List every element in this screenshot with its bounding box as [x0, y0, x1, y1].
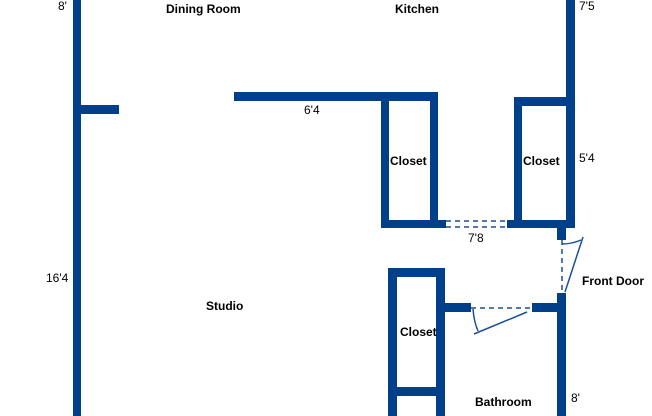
- closet1-left-wall: [381, 92, 389, 228]
- room-closet-3: Closet: [400, 325, 437, 339]
- top-interior-wall: [234, 92, 438, 101]
- closet3-cross-wall: [388, 387, 445, 396]
- room-studio: Studio: [206, 299, 243, 313]
- closet2-top-wall: [514, 97, 570, 106]
- room-front-door: Front Door: [582, 274, 644, 288]
- dim-wall-top: 6'4: [304, 103, 320, 117]
- door-jamb: [557, 226, 566, 240]
- dim-dining-left: 8': [58, 0, 67, 13]
- dim-closet-gap: 7'8: [468, 231, 484, 245]
- bathroom-door-leaf[interactable]: [473, 311, 528, 335]
- right-lower-wall: [557, 293, 566, 416]
- closet2-left-wall: [514, 97, 522, 228]
- room-closet-1: Closet: [390, 154, 427, 168]
- front-door-leaf[interactable]: [564, 236, 584, 293]
- dim-closet-right: 5'4: [579, 151, 595, 165]
- closet3-right-wall: [436, 268, 445, 416]
- closet3-top-wall: [388, 268, 445, 277]
- walls: [73, 0, 575, 416]
- bath-wall-right: [532, 303, 557, 312]
- dim-studio-left: 16'4: [46, 271, 69, 285]
- left-wall: [73, 0, 81, 416]
- dim-kitchen-right: 7'5: [579, 0, 595, 13]
- room-kitchen: Kitchen: [395, 2, 439, 16]
- closet3-left-wall: [388, 268, 397, 416]
- bath-wall-left: [444, 303, 471, 312]
- right-upper-wall: [566, 0, 575, 228]
- closet1-bottom-wall: [381, 220, 446, 228]
- room-bathroom: Bathroom: [475, 395, 532, 409]
- bathroom-door-swing: [472, 308, 479, 332]
- closet1-right-wall: [430, 92, 438, 228]
- room-closet-2: Closet: [523, 154, 560, 168]
- room-dining-room: Dining Room: [166, 2, 241, 16]
- front-door-swing: [561, 239, 582, 245]
- dim-bathroom-right: 8': [571, 391, 580, 405]
- left-stub-wall: [81, 105, 119, 114]
- closet2-bottom-wall: [507, 220, 575, 228]
